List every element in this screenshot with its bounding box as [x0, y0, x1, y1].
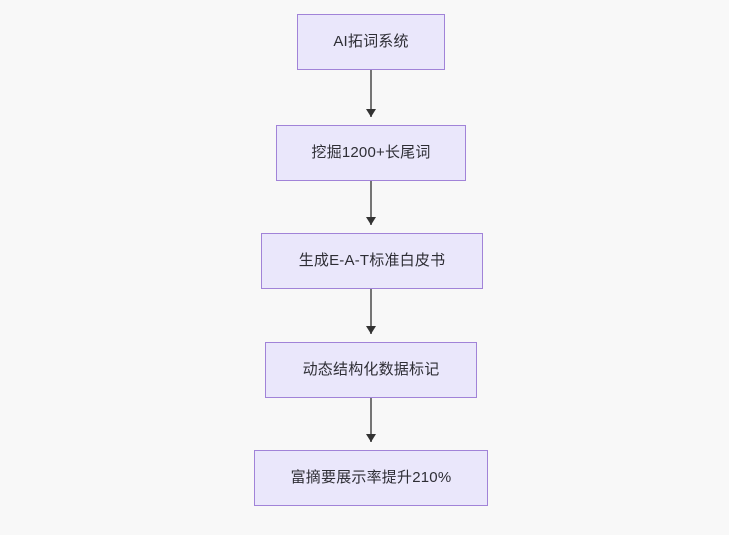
flow-edge-3 [370, 289, 372, 334]
arrowhead-icon-3 [366, 326, 376, 334]
flow-node-n3[interactable]: 生成E-A-T标准白皮书 [261, 233, 483, 289]
flow-node-label: 生成E-A-T标准白皮书 [298, 252, 446, 269]
arrowhead-icon-4 [366, 434, 376, 442]
flow-node-n4[interactable]: 动态结构化数据标记 [265, 342, 477, 398]
flow-node-label: 挖掘1200+长尾词 [311, 144, 431, 161]
arrowhead-icon-2 [366, 217, 376, 225]
flow-node-n5[interactable]: 富摘要展示率提升210% [254, 450, 488, 506]
flow-edge-1 [370, 70, 372, 117]
flow-node-label: 富摘要展示率提升210% [290, 469, 452, 486]
flow-edge-2 [370, 181, 372, 225]
flow-node-n1[interactable]: AI拓词系统 [297, 14, 445, 70]
flow-node-label: 动态结构化数据标记 [302, 361, 440, 378]
flow-node-n2[interactable]: 挖掘1200+长尾词 [276, 125, 466, 181]
flow-node-label: AI拓词系统 [333, 33, 409, 50]
arrowhead-icon-1 [366, 109, 376, 117]
flow-edge-4 [370, 398, 372, 442]
